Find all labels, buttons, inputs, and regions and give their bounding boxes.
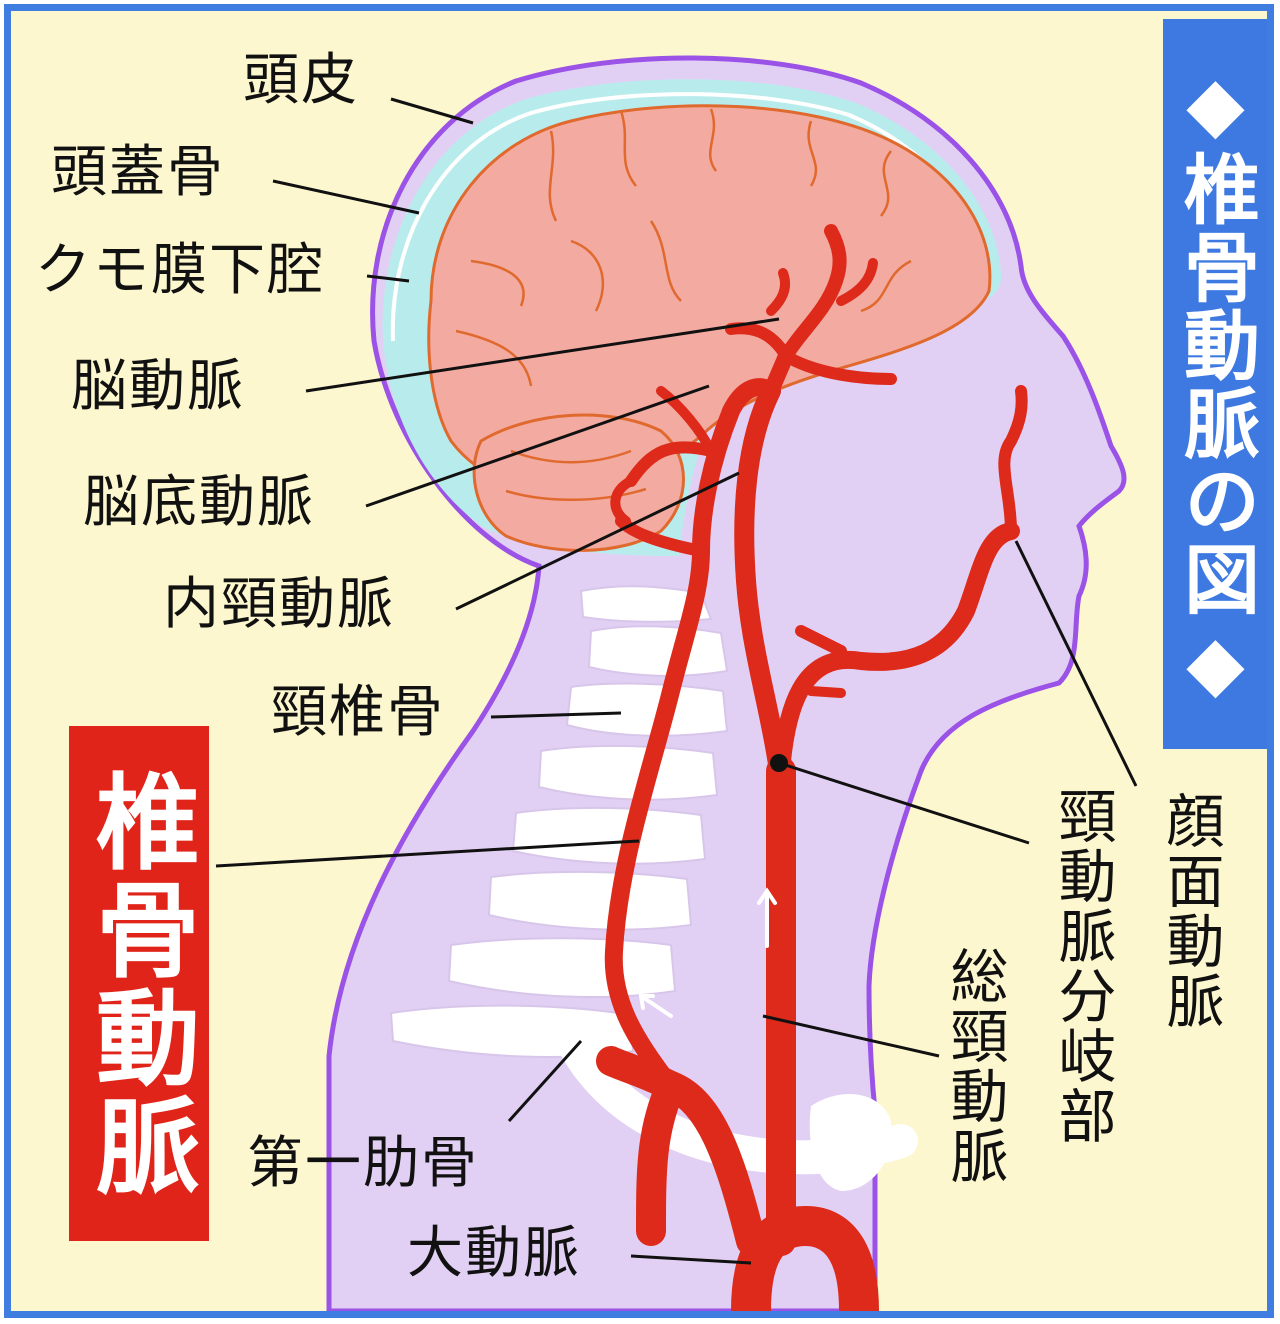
label-basilar-artery: 脳底動脈 [83,470,315,535]
cerebellum [472,413,685,552]
side-title-banner: ◆椎骨動脈の図◆ [1163,19,1267,749]
first-rib-head [809,1094,892,1191]
label-scalp: 頭皮 [243,48,359,113]
external-carotid-path [772,522,1020,780]
label-cervical-vertebrae: 頸椎骨 [271,680,445,745]
anatomy-illustration [215,55,1138,1311]
facial-artery-path [998,385,1028,537]
label-common-carotid: 総頸動脈 [940,946,1009,1186]
vertebral-artery-path [604,378,780,1095]
label-first-rib: 第一肋骨 [247,1131,479,1196]
label-cerebral-artery: 脳動脈 [71,354,245,419]
label-skull: 頭蓋骨 [51,140,225,205]
cerebral-artery-path [779,224,847,363]
label-subarachnoid: クモ膜下腔 [35,238,325,303]
label-aorta: 大動脈 [407,1221,581,1286]
diagram-frame: 頭皮 頭蓋骨 クモ膜下腔 脳動脈 脳底動脈 内頸動脈 頸椎骨 第一肋骨 大動脈 … [4,4,1274,1318]
label-facial-artery: 顔面動脈 [1156,791,1225,1031]
flow-arrows [638,887,777,1018]
label-internal-carotid: 内頸動脈 [163,572,395,637]
arteries [596,224,1028,1311]
brain-folds [455,108,912,501]
aorta-arch [731,1206,879,1311]
label-carotid-bifurcation: 頸動脈分岐部 [1048,786,1117,1146]
internal-carotid-path [734,381,789,781]
leader-lines [215,97,1138,1265]
main-title-banner: 椎骨動脈 [69,726,209,1241]
